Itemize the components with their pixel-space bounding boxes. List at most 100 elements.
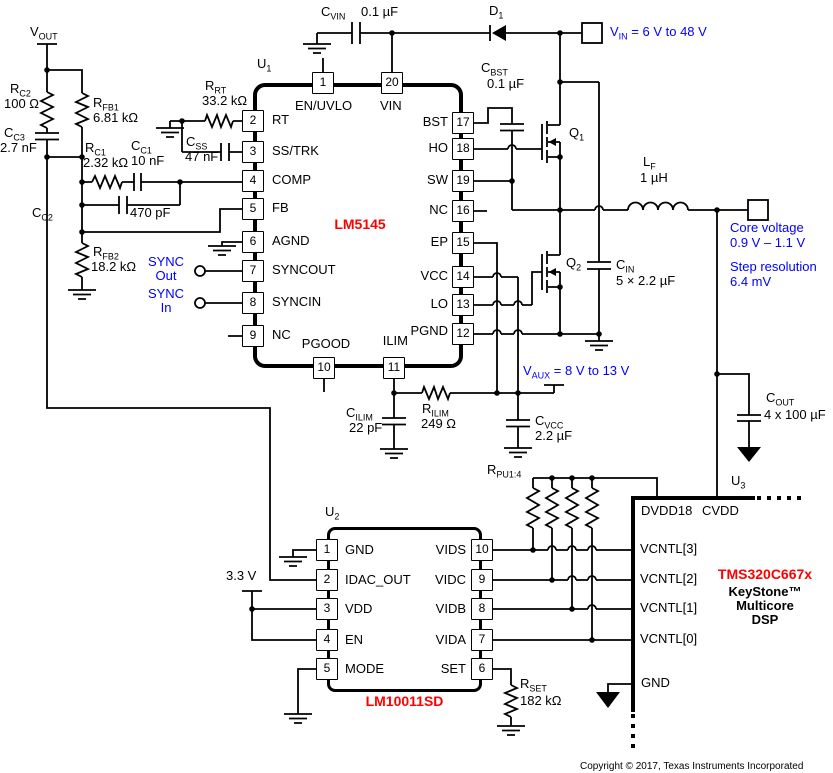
u1-part-number: LM5145 [334,216,386,232]
rfb1-value: 6.81 kΩ [93,110,139,125]
u1-pin-3: 3 [242,141,264,163]
u1-pin-label-vin: VIN [380,98,402,113]
rt-ss-wires [156,120,242,161]
core-voltage-annotation-1: Core voltage [730,220,804,235]
rc2-resistor [38,91,56,129]
u1-pin-label-syncout: SYNCOUT [272,262,336,277]
u2-pin-label-vida: VIDA [435,632,466,647]
u1-chip-body [253,83,463,368]
misc-u1-stubs [205,58,487,392]
rfb1-label: RFB1 [93,95,119,113]
u3-pin-label-cvdd: CVDD [702,503,739,518]
u2-pin-label-gnd: GND [345,542,374,557]
cc1-label: CC1 [131,138,152,156]
sync-in-label-2: In [160,300,172,315]
rc2-value: 100 Ω [4,96,40,111]
ilim-wires [380,379,564,459]
cc3-value: 2.7 nF [0,140,37,155]
u2-wires [242,549,525,736]
cilim-label: CILIM [346,405,373,423]
u2-pin-3: 3 [316,598,338,620]
rpu-bus [532,477,658,640]
u1-pin-11: 11 [383,357,405,379]
u1-pin-18: 18 [452,138,474,160]
vin-terminal [581,22,603,44]
u1-pin-label-nc16: NC [429,202,448,217]
u1-pin-2: 2 [242,110,264,132]
cvin-label: CVIN [321,4,346,22]
u1-pin-12: 12 [452,323,474,345]
u1-pin-label-agnd: AGND [272,233,310,248]
crossover-humps [492,144,604,610]
rilim-value: 249 Ω [421,416,457,431]
u2-pin-label-mode: MODE [345,661,384,676]
u1-pin-label-sw: SW [427,172,448,187]
u1-pin-label-syncin: SYNCIN [272,294,322,309]
rfb2-resistor [73,242,91,278]
u3-outline [631,496,755,712]
u3-ground-triangle [596,692,620,708]
u2-pin-9: 9 [471,569,493,591]
cout-ground-triangle [737,447,761,462]
cbst-label: CBST [481,60,508,78]
u2-pin-label-vdd: VDD [345,601,373,616]
vin-annotation: VIN = 6 V to 48 V [610,24,707,42]
u1-pin-label-rt: RT [272,112,290,127]
u1-pin-9: 9 [242,325,264,347]
rpu4-resistor [584,487,600,529]
rilim-resistor [421,384,451,402]
u1-pin-7: 7 [242,260,264,282]
junction-dots [44,30,720,643]
rfb2-label: RFB2 [93,244,119,262]
rpu2-resistor [544,487,560,529]
u2-pin-8: 8 [471,598,493,620]
cc2-value: 470 pF [130,205,171,220]
u1-pin-label-vcc: VCC [420,268,448,283]
u3-part-block: TMS320C667x KeyStone™ Multicore DSP [697,567,833,627]
rc1-label: RC1 [85,140,106,158]
cc2-label: CC2 [32,205,53,223]
css-value: 47 nF [185,149,219,164]
rset-value: 182 kΩ [520,693,562,708]
u3-part-number: TMS320C667x [717,566,813,582]
u3-pin-label-vcntl2: VCNTL[2] [640,571,698,586]
u3-pin-label-vcntl3: VCNTL[3] [640,541,698,556]
q2-arrow [548,268,556,276]
u1-pin-4: 4 [242,170,264,192]
u3-outline-dashed [631,496,802,748]
rilim-label: RILIM [422,401,449,419]
cc3-label: CC3 [4,125,25,143]
u2-pin-6: 6 [471,658,493,680]
rset-label: RSET [520,676,547,694]
u3-subtitle-multicore: Multicore [736,598,794,613]
vid-lines [493,549,633,641]
u1-pin-label-pgnd: PGND [410,323,448,338]
cbst-wires [474,107,524,181]
rc2-label: RC2 [10,81,31,99]
u3-gnd-wire [607,683,633,692]
u3-subtitle-dsp: DSP [751,612,779,627]
rrt-label: RRT [205,78,227,96]
u1-pin-5: 5 [242,198,264,220]
lf-value: 1 µH [640,170,668,185]
vcc-line [474,276,532,458]
u2-pin-5: 5 [316,658,338,680]
syncin-terminal [194,297,206,309]
css-label: CSS [186,134,208,152]
rc1-value: 2.32 kΩ [83,155,129,170]
cc1-value: 10 nF [131,153,165,168]
vout-label: VOUT [30,24,58,42]
step-resolution-annotation-1: Step resolution [730,259,817,274]
u2-part-number: LM10011SD [365,693,444,709]
sync-out-label-1: SYNC [147,254,185,269]
rfb1-resistor [73,92,91,128]
rpu3-resistor [564,487,580,529]
d1-label: D1 [489,3,504,21]
u2-pin-label-idacout: IDAC_OUT [345,572,411,587]
vout-terminal [747,199,769,221]
u1-pin-label-ho: HO [428,140,449,155]
u1-pin-19: 19 [452,170,474,192]
q1-label: Q1 [569,125,585,143]
u2-pin-label-vidb: VIDB [435,601,466,616]
u1-pin-label-lo: LO [430,296,448,311]
